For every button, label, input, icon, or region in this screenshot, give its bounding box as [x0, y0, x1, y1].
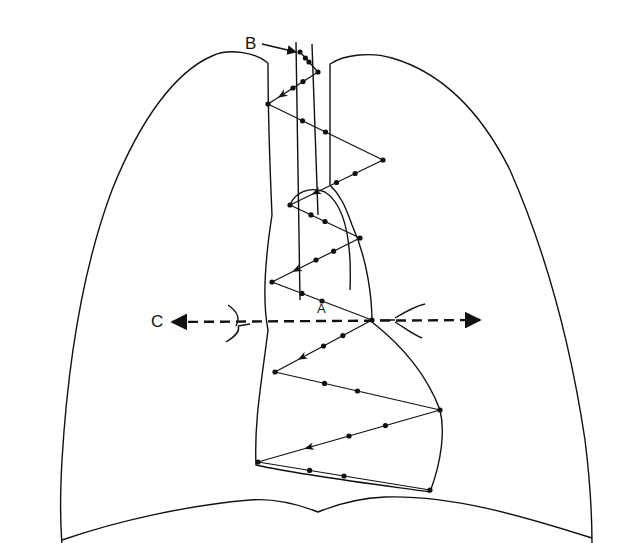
scan-dot	[265, 101, 270, 106]
scan-dot	[287, 202, 292, 207]
scan-segment	[258, 462, 430, 490]
scan-dot	[269, 279, 274, 284]
mediastinum	[256, 63, 443, 492]
direction-arrow	[282, 94, 283, 96]
scan-dot	[306, 59, 311, 64]
hilum	[226, 305, 250, 342]
scan-segment	[268, 72, 318, 104]
direction-arrow	[309, 446, 313, 447]
scan-path	[255, 49, 442, 492]
scan-dot	[353, 171, 358, 176]
direction-arrow	[316, 191, 318, 193]
scan-dot	[334, 180, 339, 185]
callout-letter: B	[244, 35, 257, 52]
callout-letter: A	[316, 302, 327, 315]
scan-dot	[313, 257, 318, 262]
right-lung	[330, 55, 592, 543]
scan-dot	[322, 381, 327, 386]
scan-dot	[307, 468, 312, 473]
scan-dot	[331, 249, 336, 254]
scan-dot	[303, 55, 308, 60]
scan-segment	[258, 410, 440, 462]
scan-dot	[340, 333, 345, 338]
scan-dot	[321, 343, 326, 348]
trachea	[296, 42, 300, 300]
callout-letter: C	[150, 313, 164, 330]
scan-segment	[290, 160, 383, 205]
scan-dot	[383, 423, 388, 428]
scan-dot	[346, 433, 351, 438]
scan-dot	[300, 79, 305, 84]
dashed-line	[172, 320, 480, 322]
scan-segment	[272, 282, 372, 320]
scan-dot	[297, 49, 302, 54]
scan-dot	[380, 157, 385, 162]
scan-dot	[322, 219, 327, 224]
scan-segment	[275, 372, 440, 410]
scan-dot	[355, 388, 360, 393]
diaphragm	[62, 497, 592, 540]
scan-segment	[272, 238, 360, 282]
scan-segment	[275, 320, 372, 372]
pointer-arrow	[262, 44, 296, 52]
scan-dot	[315, 69, 320, 74]
direction-arrow	[302, 356, 304, 357]
scan-dot	[427, 487, 432, 492]
scan-segment	[300, 52, 318, 72]
scan-dot	[323, 129, 328, 134]
scan-dot	[272, 369, 277, 374]
scan-segment	[268, 104, 383, 160]
scan-dot	[308, 212, 313, 217]
scan-dot	[255, 459, 260, 464]
direction-arrow	[297, 268, 299, 270]
scan-dot	[357, 235, 362, 240]
scan-dot	[299, 291, 304, 296]
scan-dot	[341, 473, 346, 478]
scan-segment	[290, 205, 360, 238]
scan-dot	[437, 407, 442, 412]
scan-dot	[369, 317, 374, 322]
aortic-arch	[290, 190, 350, 290]
left-lung	[61, 52, 269, 543]
scan-dot	[300, 118, 305, 123]
scan-dot	[290, 85, 295, 90]
